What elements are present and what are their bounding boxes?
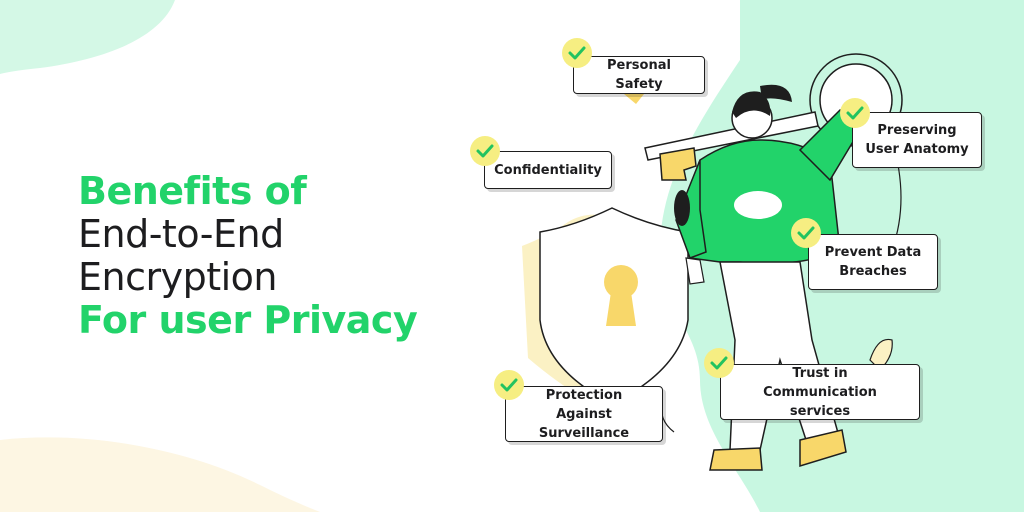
speech-pointer	[624, 94, 644, 104]
benefit-personal-safety: Personal Safety	[573, 56, 705, 94]
check-icon	[704, 348, 734, 378]
keyhole-icon	[604, 265, 638, 326]
benefit-label: Confidentiality	[494, 162, 602, 178]
benefit-protection-against-surveillance: Protection Against Surveillance	[505, 386, 663, 442]
headline-line-4: For user Privacy	[78, 298, 418, 342]
benefit-label: Protection Against Surveillance	[538, 387, 630, 441]
benefit-label: Prevent Data Breaches	[824, 245, 922, 279]
benefit-preserving-user-anatomy: Preserving User Anatomy	[852, 112, 982, 168]
check-icon	[840, 98, 870, 128]
check-icon	[791, 218, 821, 248]
benefit-label: Preserving User Anatomy	[865, 123, 969, 157]
mint-blob-top-left	[0, 0, 175, 74]
benefit-confidentiality: Confidentiality	[484, 151, 612, 189]
cream-blob-bottom-left	[0, 437, 320, 512]
benefit-label: Personal Safety	[607, 58, 671, 92]
check-icon	[562, 38, 592, 68]
check-icon	[494, 370, 524, 400]
page-headline: Benefits of End-to-End Encryption For us…	[78, 169, 418, 342]
headline-line-1: Benefits of	[78, 169, 307, 213]
headline-line-3: Encryption	[78, 255, 278, 299]
benefit-label: Trust in Communication services	[763, 365, 877, 419]
benefit-prevent-data-breaches: Prevent Data Breaches	[808, 234, 938, 290]
benefit-trust-in-communication: Trust in Communication services	[720, 364, 920, 420]
check-icon	[470, 136, 500, 166]
headline-line-2: End-to-End	[78, 212, 284, 256]
